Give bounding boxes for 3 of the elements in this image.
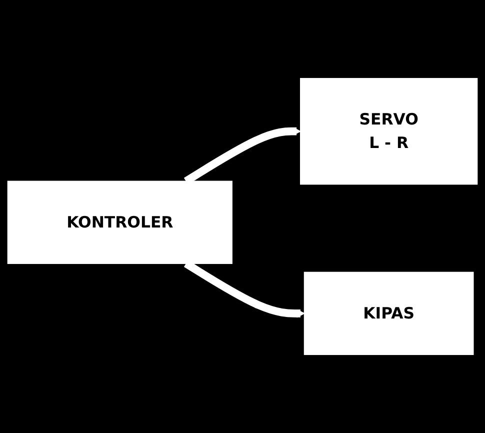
node-box: KONTROLER [7, 180, 232, 264]
node-box: KIPAS [304, 272, 474, 356]
node-box: SERVO L - R [300, 78, 478, 185]
